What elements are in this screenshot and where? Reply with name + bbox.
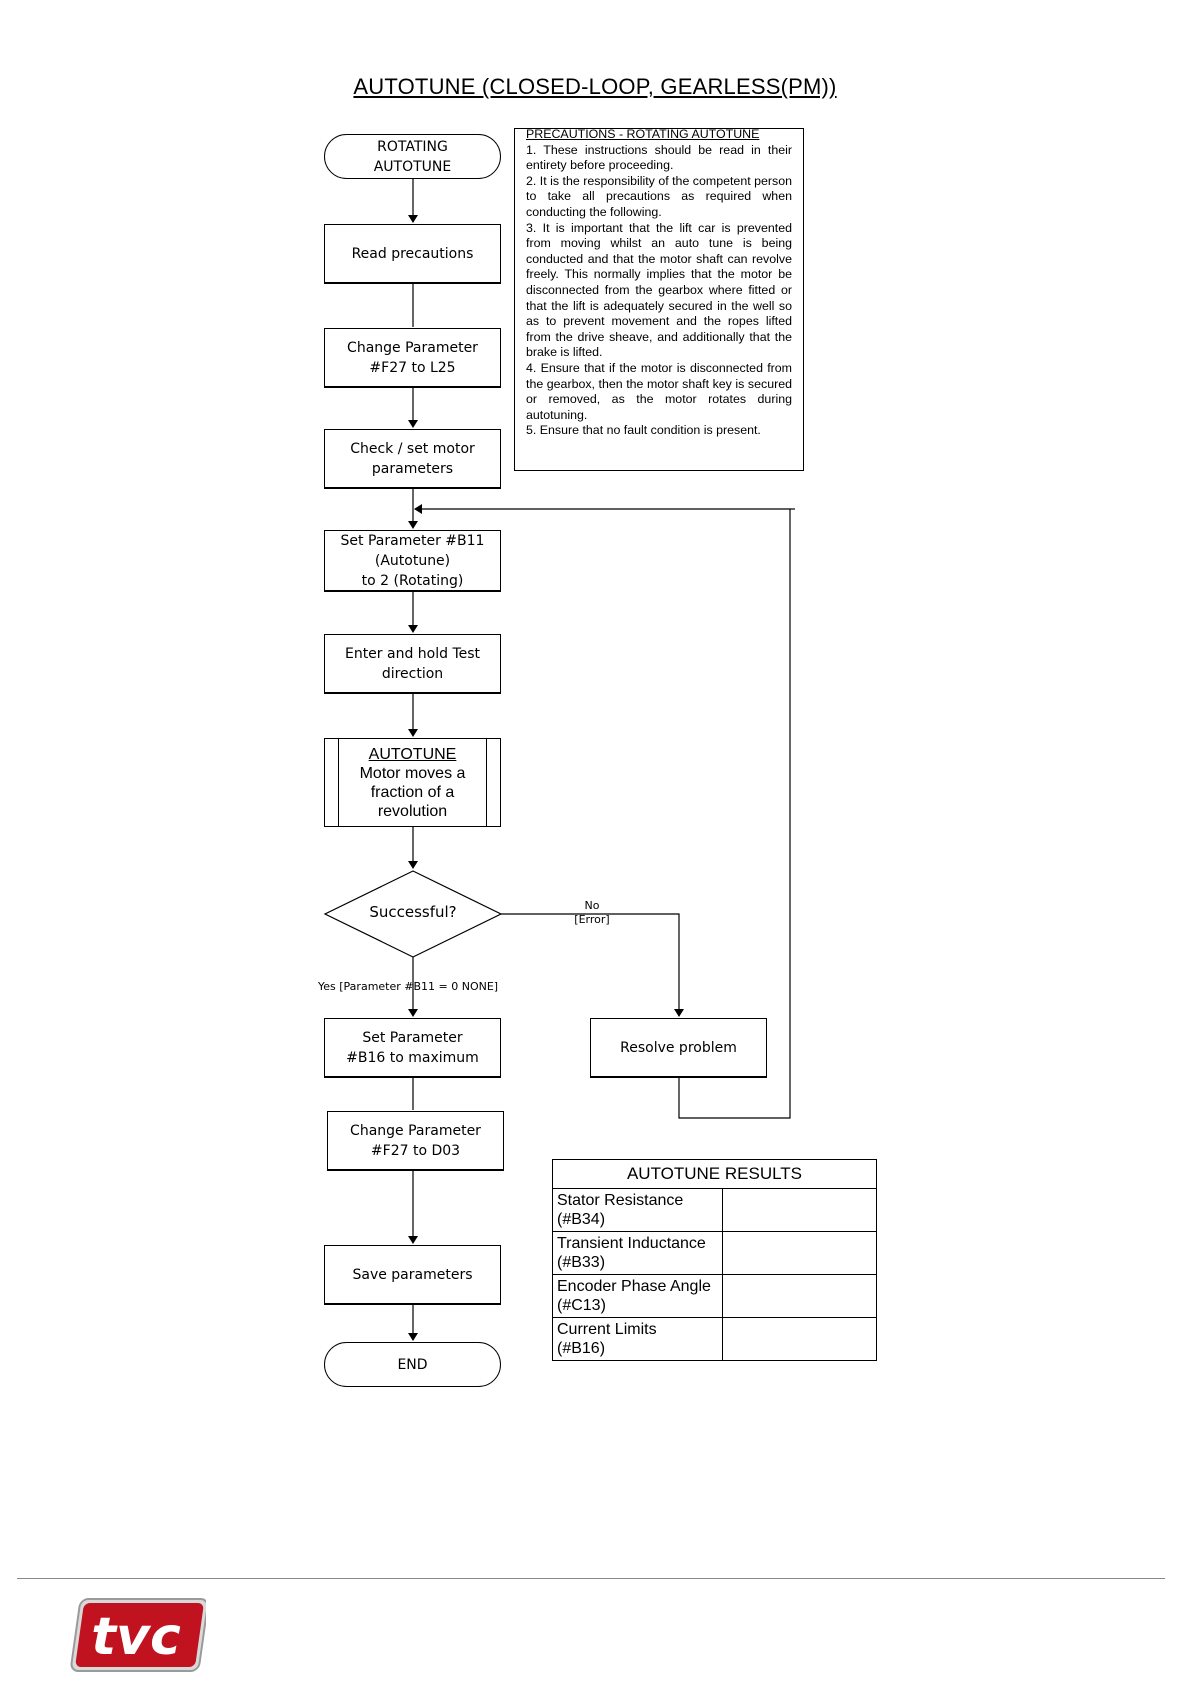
- resolve-problem-step: Resolve problem: [590, 1018, 767, 1078]
- set-parameter-b11-step: Set Parameter #B11 (Autotune) to 2 (Rota…: [324, 530, 501, 592]
- decision-diamond: [323, 870, 503, 958]
- connector-loop-back: [414, 504, 791, 1119]
- logo-text: tvc: [91, 1607, 181, 1667]
- connector-no-branch: [501, 913, 684, 1017]
- autotune-results-table: AUTOTUNE RESULTS Stator Resistance(#B34)…: [552, 1159, 877, 1361]
- result-label: Stator Resistance(#B34): [552, 1188, 723, 1232]
- table-row: Encoder Phase Angle(#C13): [552, 1274, 877, 1318]
- table-row: Transient Inductance(#B33): [552, 1231, 877, 1275]
- precautions-panel: PRECAUTIONS - ROTATING AUTOTUNE 1. These…: [514, 128, 804, 471]
- table-row: Current Limits(#B16): [552, 1317, 877, 1361]
- read-precautions-step: Read precautions: [324, 224, 501, 284]
- result-label: Encoder Phase Angle(#C13): [552, 1274, 723, 1318]
- result-label: Transient Inductance(#B33): [552, 1231, 723, 1275]
- result-value[interactable]: [722, 1317, 877, 1361]
- change-parameter-l25-step: Change Parameter #F27 to L25: [324, 328, 501, 388]
- precaution-item: 4. Ensure that if the motor is disconnec…: [526, 360, 792, 422]
- set-parameter-b16-step: Set Parameter #B16 to maximum: [324, 1018, 501, 1078]
- page-title: AUTOTUNE (CLOSED-LOOP, GEARLESS(PM)): [353, 74, 837, 99]
- precaution-item: 2. It is the responsibility of the compe…: [526, 173, 792, 219]
- change-parameter-d03-step: Change Parameter #F27 to D03: [327, 1111, 504, 1171]
- result-value[interactable]: [722, 1274, 877, 1318]
- start-terminal: ROTATING AUTOTUNE: [324, 134, 501, 179]
- precautions-heading: PRECAUTIONS - ROTATING AUTOTUNE: [526, 128, 760, 141]
- end-terminal: END: [324, 1342, 501, 1387]
- yes-label: Yes [Parameter #B11 = 0 NONE]: [318, 980, 499, 993]
- table-row: Stator Resistance(#B34): [552, 1188, 877, 1232]
- results-heading: AUTOTUNE RESULTS: [552, 1159, 877, 1189]
- result-label: Current Limits(#B16): [552, 1317, 723, 1361]
- result-value[interactable]: [722, 1188, 877, 1232]
- tvc-logo: tvc: [70, 1598, 206, 1672]
- no-error-label: No [Error]: [574, 899, 610, 926]
- precaution-item: 3. It is important that the lift car is …: [526, 220, 792, 360]
- autotune-process: AUTOTUNE Motor moves a fraction of a rev…: [324, 738, 501, 827]
- decision-label: Successful?: [369, 903, 457, 921]
- footer-divider: [17, 1578, 1165, 1579]
- check-motor-parameters-step: Check / set motor parameters: [324, 429, 501, 489]
- result-value[interactable]: [722, 1231, 877, 1275]
- save-parameters-step: Save parameters: [324, 1245, 501, 1305]
- autotune-heading: AUTOTUNE: [368, 745, 457, 763]
- enter-test-direction-step: Enter and hold Test direction: [324, 634, 501, 694]
- precaution-item: 1. These instructions should be read in …: [526, 142, 792, 173]
- precaution-item: 5. Ensure that no fault condition is pre…: [526, 423, 761, 438]
